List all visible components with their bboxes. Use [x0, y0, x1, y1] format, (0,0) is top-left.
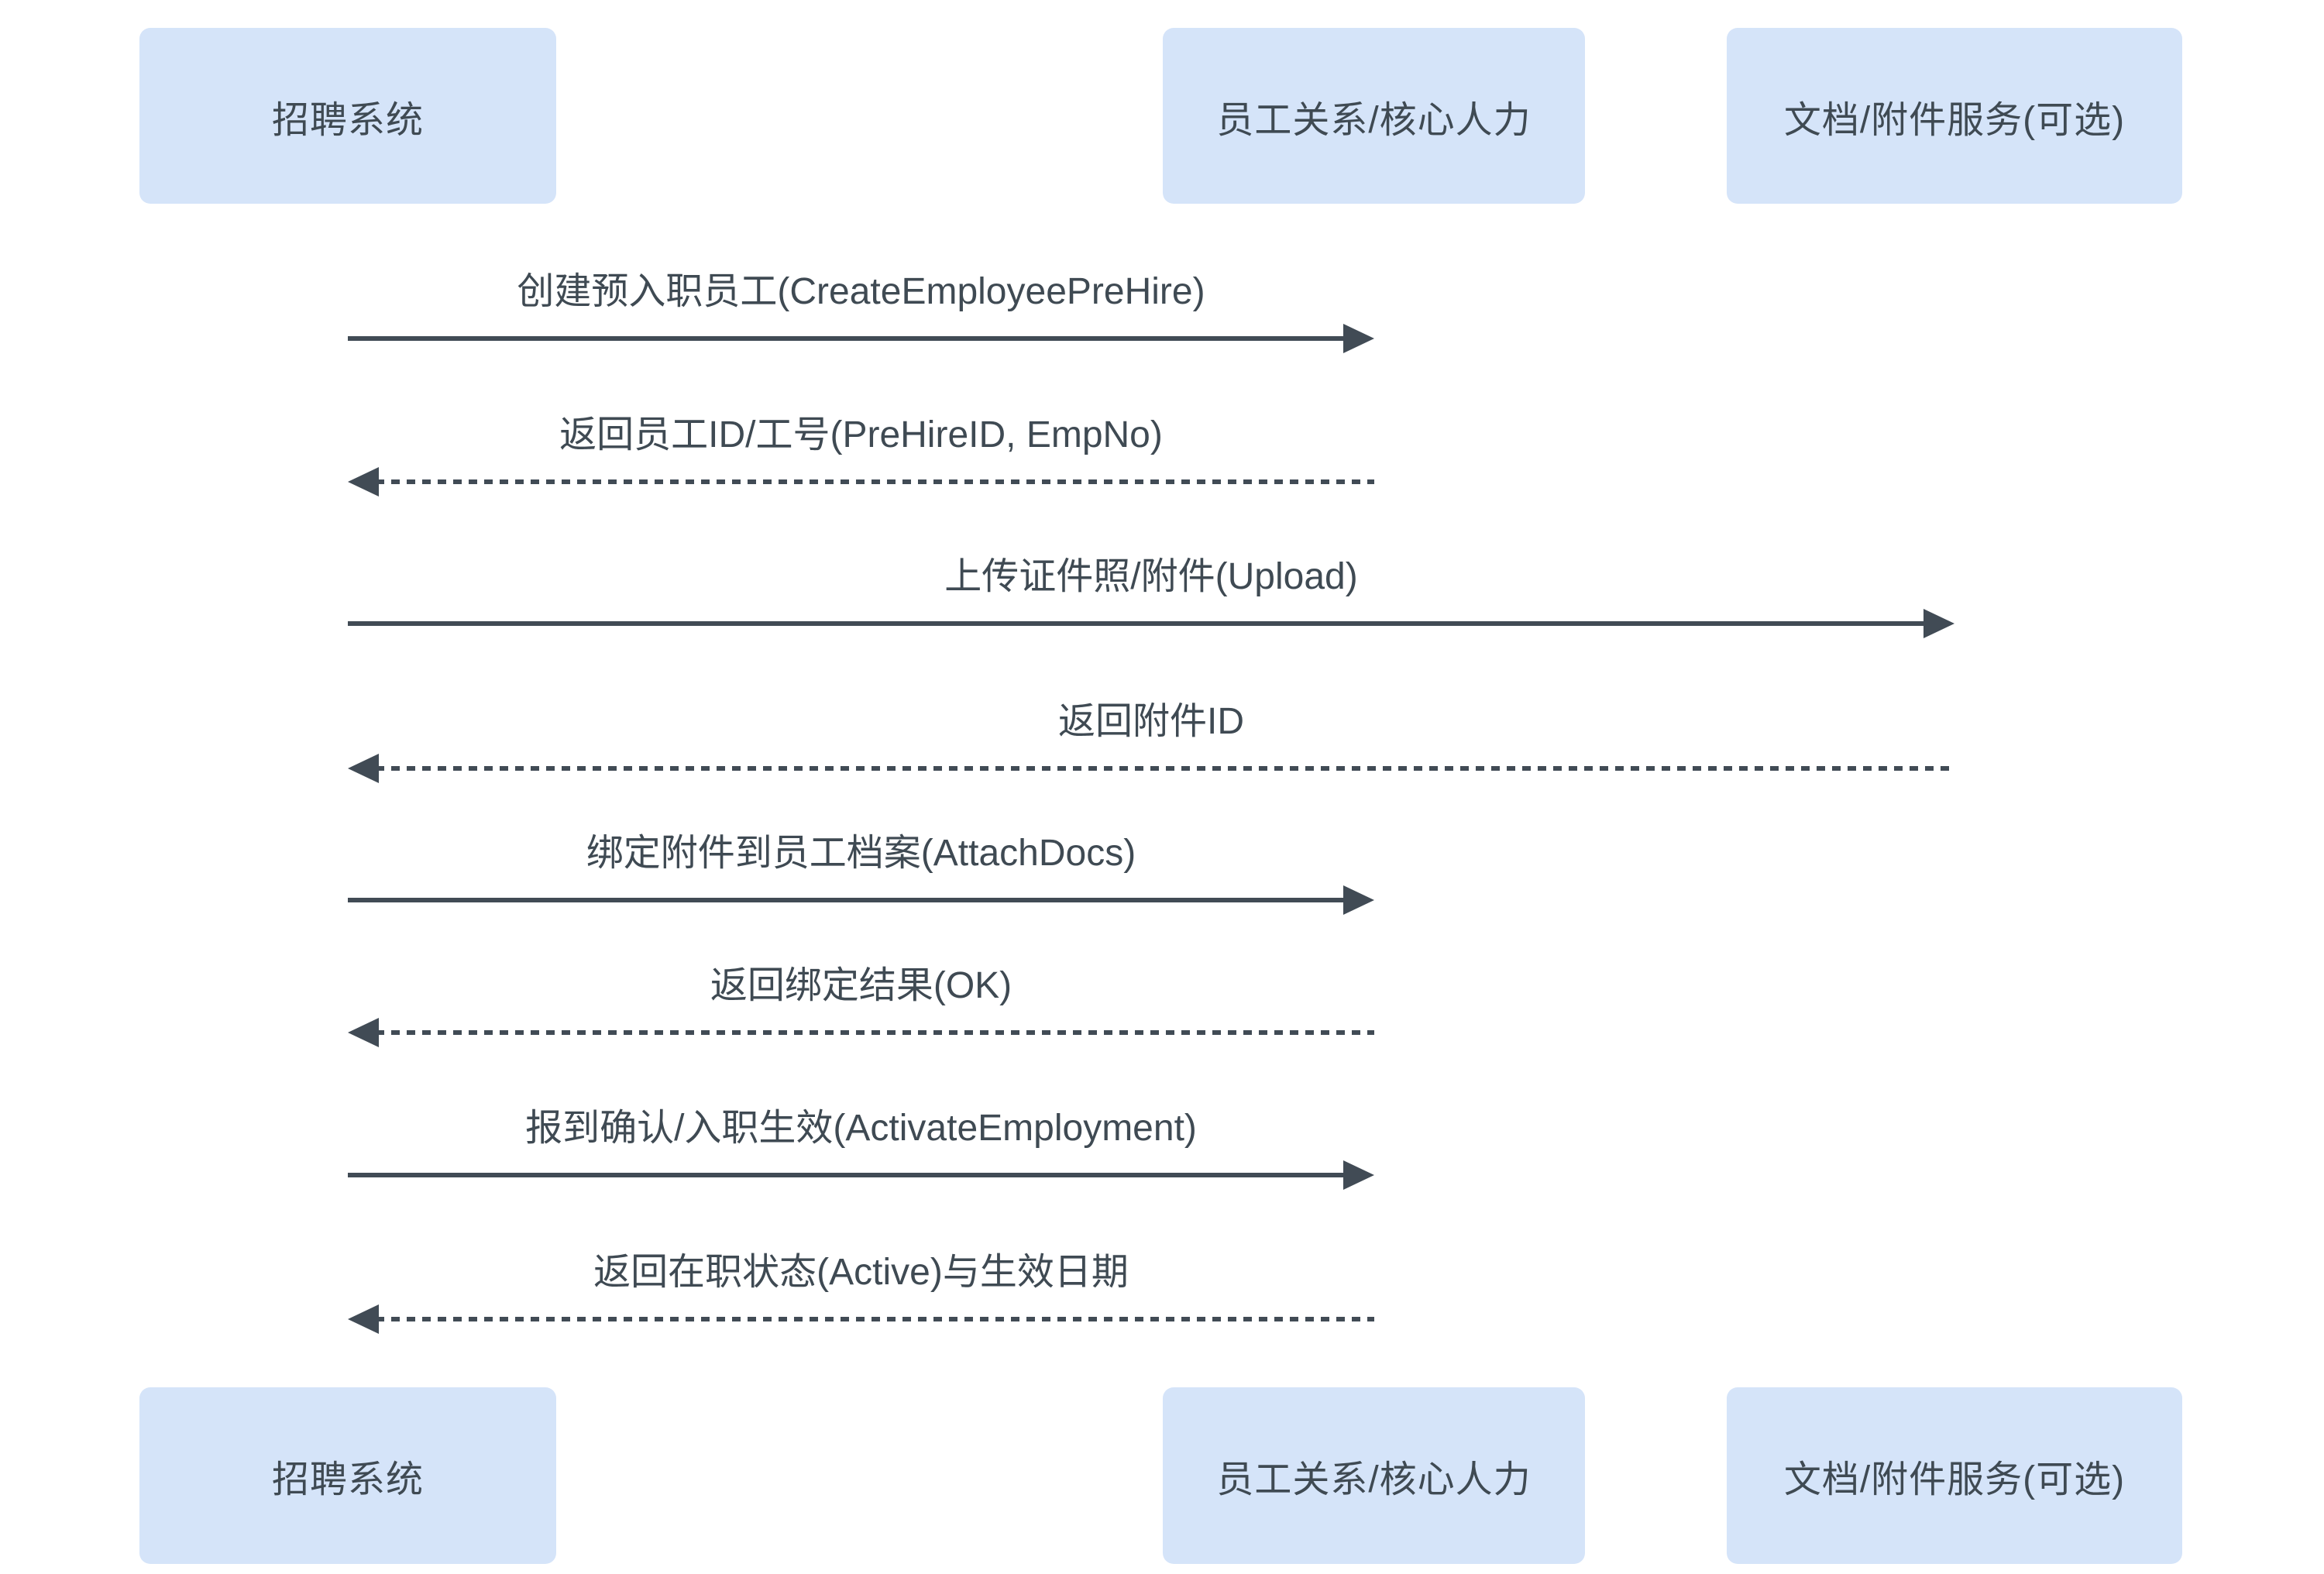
message-6-arrow [348, 1018, 1374, 1047]
arrow-line [376, 1317, 1374, 1321]
actor-label: 文档/附件服务(可选) [1783, 99, 2126, 141]
arrow-line [376, 1030, 1374, 1035]
message-3-label: 上传证件照/附件(Upload) [944, 556, 1358, 597]
arrow-line [348, 336, 1346, 341]
arrowhead-left-icon [348, 754, 379, 783]
message-6-label: 返回绑定结果(OK) [710, 965, 1012, 1006]
arrow-line [348, 1173, 1346, 1177]
message-2-arrow [348, 467, 1374, 497]
actor-top-recruiting-system: 招聘系统 [139, 28, 556, 204]
actor-label: 文档/附件服务(可选) [1783, 1459, 2126, 1500]
arrowhead-left-icon [348, 1018, 379, 1047]
message-5-label: 绑定附件到员工档案(AttachDocs) [586, 833, 1136, 874]
arrow-line [376, 766, 1954, 771]
actor-top-core-hr: 员工关系/核心人力 [1163, 28, 1585, 204]
arrow-line [376, 479, 1374, 484]
message-5-arrow [348, 885, 1374, 915]
arrowhead-right-icon [1343, 324, 1374, 353]
message-2-label: 返回员工ID/工号(PreHireID, EmpNo) [559, 414, 1163, 455]
message-7-arrow [348, 1160, 1374, 1190]
arrowhead-left-icon [348, 467, 379, 497]
message-4-arrow [348, 754, 1954, 783]
arrowhead-left-icon [348, 1304, 379, 1334]
message-8-arrow [348, 1304, 1374, 1334]
message-4-label: 返回附件ID [1057, 701, 1244, 742]
message-8-label: 返回在职状态(Active)与生效日期 [593, 1252, 1129, 1293]
arrow-line [348, 898, 1346, 902]
actor-label: 招聘系统 [271, 99, 424, 141]
arrow-line [348, 621, 1927, 626]
actor-label: 招聘系统 [271, 1459, 424, 1500]
message-1-arrow [348, 324, 1374, 353]
actor-bottom-core-hr: 员工关系/核心人力 [1163, 1387, 1585, 1564]
arrowhead-right-icon [1343, 885, 1374, 915]
message-3-arrow [348, 609, 1954, 638]
arrowhead-right-icon [1923, 609, 1954, 638]
message-7-label: 报到确认/入职生效(ActivateEmployment) [525, 1108, 1197, 1149]
actor-label: 员工关系/核心人力 [1216, 1459, 1532, 1500]
actor-label: 员工关系/核心人力 [1216, 99, 1532, 141]
arrowhead-right-icon [1343, 1160, 1374, 1190]
message-1-label: 创建预入职员工(CreateEmployeePreHire) [517, 271, 1205, 312]
actor-top-doc-service: 文档/附件服务(可选) [1727, 28, 2182, 204]
actor-bottom-doc-service: 文档/附件服务(可选) [1727, 1387, 2182, 1564]
actor-bottom-recruiting-system: 招聘系统 [139, 1387, 556, 1564]
